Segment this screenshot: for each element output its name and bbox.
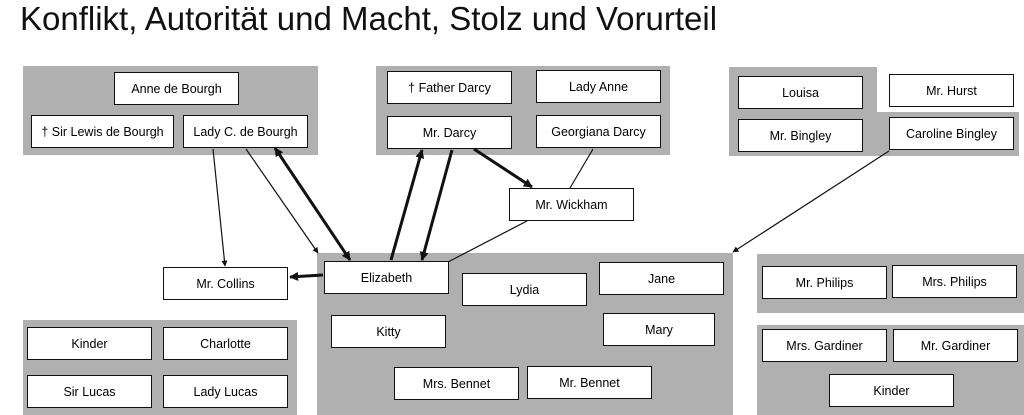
node-kitty: Kitty bbox=[331, 315, 446, 348]
node-louisa: Louisa bbox=[738, 76, 863, 109]
node-anne-de-bourgh: Anne de Bourgh bbox=[114, 72, 239, 105]
node-sir-lewis-de-bourgh: † Sir Lewis de Bourgh bbox=[31, 115, 174, 148]
node-mr-gardiner: Mr. Gardiner bbox=[893, 329, 1018, 362]
node-mr-philips: Mr. Philips bbox=[762, 266, 887, 299]
edge-lady-c-elizabeth bbox=[273, 147, 352, 261]
node-mary: Mary bbox=[603, 313, 715, 346]
node-lady-lucas: Lady Lucas bbox=[163, 375, 288, 408]
node-mrs-philips: Mrs. Philips bbox=[892, 265, 1017, 298]
node-jane: Jane bbox=[599, 262, 724, 295]
node-lady-c-de-bourgh: Lady C. de Bourgh bbox=[183, 115, 308, 148]
node-georgiana-darcy: Georgiana Darcy bbox=[536, 115, 661, 148]
node-lydia: Lydia bbox=[462, 273, 587, 306]
page-title: Konflikt, Autorität und Macht, Stolz und… bbox=[20, 0, 718, 37]
node-charlotte: Charlotte bbox=[163, 327, 288, 360]
node-lady-anne: Lady Anne bbox=[536, 70, 661, 103]
node-sir-lucas: Sir Lucas bbox=[27, 375, 152, 408]
node-kinder-gardiner: Kinder bbox=[829, 374, 954, 407]
node-mr-hurst: Mr. Hurst bbox=[889, 74, 1014, 107]
edge-elizabeth-to-darcy bbox=[389, 149, 425, 261]
node-mr-collins: Mr. Collins bbox=[163, 267, 288, 300]
node-kinder-lucas: Kinder bbox=[27, 327, 152, 360]
node-father-darcy: † Father Darcy bbox=[387, 71, 512, 104]
node-mr-bingley: Mr. Bingley bbox=[738, 119, 863, 152]
node-mr-wickham: Mr. Wickham bbox=[509, 188, 634, 221]
edge-caroline-to-bennet-group bbox=[732, 150, 890, 253]
node-mrs-bennet: Mrs. Bennet bbox=[394, 367, 519, 400]
edge-wickham-elizabeth bbox=[447, 220, 528, 263]
edge-georgiana-wickham bbox=[569, 148, 594, 189]
edge-lady-c-to-collins bbox=[212, 148, 228, 267]
node-caroline-bingley: Caroline Bingley bbox=[889, 117, 1014, 150]
node-mr-darcy: Mr. Darcy bbox=[387, 116, 512, 149]
edge-lady-c-to-bennet-group bbox=[245, 148, 319, 254]
node-mrs-gardiner: Mrs. Gardiner bbox=[762, 329, 887, 362]
node-elizabeth: Elizabeth bbox=[324, 261, 449, 294]
node-mr-bennet: Mr. Bennet bbox=[527, 366, 652, 399]
edge-darcy-to-elizabeth bbox=[419, 149, 454, 261]
edge-elizabeth-to-collins bbox=[289, 272, 324, 282]
edge-darcy-to-wickham bbox=[473, 147, 533, 189]
